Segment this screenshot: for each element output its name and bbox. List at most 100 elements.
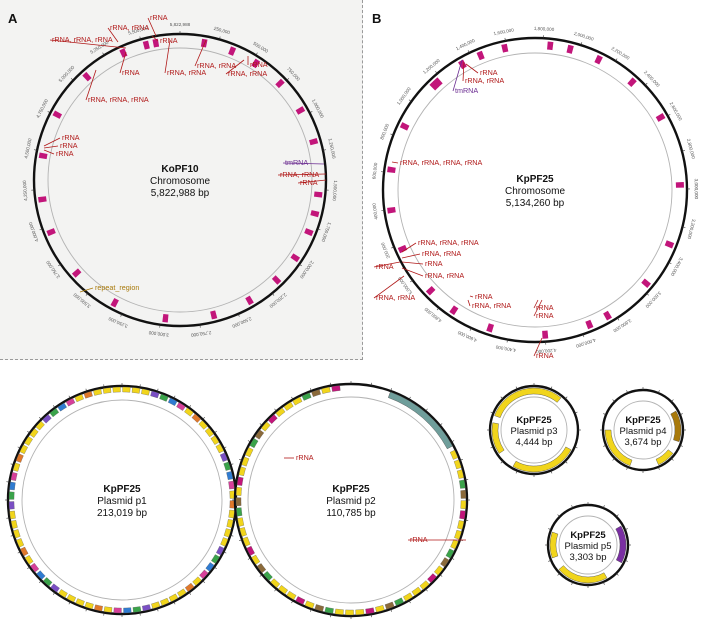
p1-gene (228, 509, 235, 519)
p1-gene (24, 436, 33, 446)
kppf25-chr-feature (449, 305, 459, 316)
p1-tick (39, 417, 42, 420)
p1-gene (205, 562, 215, 572)
kppf25-chr-annotation-leader (467, 299, 471, 307)
kopf10-tick-label: 2,750,000 (190, 330, 211, 338)
p2-gene (434, 565, 444, 576)
p2-gene (394, 597, 404, 606)
p2-gene (295, 596, 306, 605)
p2-gene (278, 585, 288, 595)
kppf25-chr-tick-label: 1,400,000 (455, 38, 476, 52)
p1-gene (66, 594, 77, 603)
kppf25-chr-annotation: rRNA (536, 311, 554, 320)
p1-gene (36, 570, 46, 580)
kppf25-chr-feature (641, 278, 651, 288)
p1-gene (9, 481, 16, 491)
p2-gene (365, 607, 375, 615)
kppf25-chr-tick-label: 4,200,000 (535, 348, 556, 354)
p2-tick (233, 479, 237, 481)
kopf10-feature (38, 152, 48, 160)
p1-gene (198, 420, 208, 430)
kppf25-p4-gene (655, 449, 674, 465)
p1-gene (20, 546, 29, 557)
kppf25-chr-feature (655, 113, 666, 122)
p2-tick (291, 396, 294, 400)
p2-gene (449, 449, 459, 460)
kppf25-p3-tick (515, 386, 518, 390)
kopf10-tick (255, 52, 258, 56)
kopf10-annotation-leader (277, 173, 327, 176)
map-name: KpPF25 (332, 484, 370, 495)
kopf10-feature (152, 38, 160, 48)
p2-gene (445, 548, 455, 559)
kppf25-chr-tick-label: 4,000,000 (575, 337, 596, 348)
kppf25-p5-tick (624, 560, 628, 562)
p1-gene (132, 606, 142, 613)
p2-gene (324, 606, 334, 614)
map-type-label: Plasmid p1 (97, 496, 147, 507)
kopf10-feature (119, 48, 128, 58)
p2-gene (283, 401, 294, 411)
kppf25-chr-annotation-leader (373, 275, 405, 299)
p2-gene (419, 580, 430, 590)
kopf10-tick-label: 3,000,000 (148, 330, 169, 338)
p2-gene (311, 389, 321, 397)
kopf10-feature (52, 110, 63, 119)
kppf25-chr-tick (435, 71, 438, 74)
p2-tick (233, 519, 237, 521)
p1-gene (113, 607, 122, 614)
p2-gene (267, 414, 278, 424)
p2-gene (238, 466, 246, 476)
p1-gene (83, 391, 93, 399)
p1-gene (184, 582, 195, 592)
kppf25-chr-feature (603, 310, 612, 321)
map-size-label: 213,019 bp (97, 508, 147, 519)
p2-tick (259, 574, 263, 577)
kppf25-chr-feature (664, 240, 675, 249)
kopf10-annotation: rRNA (122, 68, 140, 77)
kopf10-feature (245, 295, 254, 306)
kopf10-tick-label: 4,500,000 (23, 137, 32, 158)
kopf10-annotation-leader (79, 287, 94, 293)
p1-tick (214, 430, 217, 434)
kppf25-p5-tick (548, 560, 552, 562)
p1-tick (52, 405, 56, 408)
p2-gene (355, 609, 365, 616)
kppf25-chr-feature (501, 43, 509, 53)
p2-gene (375, 605, 385, 613)
p1-tick (10, 463, 14, 466)
kopf10-annotation: rRNA, rRNA (197, 61, 236, 70)
kppf25-p3-gene (494, 387, 562, 418)
kppf25-p3-tick (500, 460, 504, 464)
p1-gene (50, 583, 60, 593)
kopf10-tick (85, 293, 89, 296)
p2-gene (263, 571, 273, 581)
p2-tick (291, 600, 294, 604)
p2-gene (292, 396, 303, 406)
kopf10-feature (38, 196, 47, 203)
kppf25-chr-tick-label: 3,400,000 (670, 257, 684, 278)
p2-gene (334, 608, 344, 615)
p2-tick (425, 588, 428, 592)
kppf25-chr-annotation: rRNA (425, 259, 443, 268)
p1-gene (223, 528, 232, 538)
p1-gene (122, 386, 131, 393)
kppf25-chr-feature (433, 77, 443, 88)
panel-label-b: B (372, 11, 381, 26)
p1-gene (10, 472, 18, 481)
kopf10-tick-label: 1,250,000 (328, 138, 337, 159)
kopf10-tick (102, 52, 105, 56)
p2-gene (301, 392, 312, 401)
kppf25-chr-tick (615, 58, 618, 62)
p1-gene (204, 427, 214, 438)
kppf25-p3-tick (490, 446, 494, 449)
p2-gene (453, 459, 462, 470)
kopf10-annotation: rRNA (62, 133, 80, 142)
p1-gene (49, 408, 60, 418)
kopf10-annotation: rRNA, rRNA (167, 68, 206, 77)
kppf25-p4-tick (671, 399, 674, 402)
p1-gene (16, 538, 25, 548)
